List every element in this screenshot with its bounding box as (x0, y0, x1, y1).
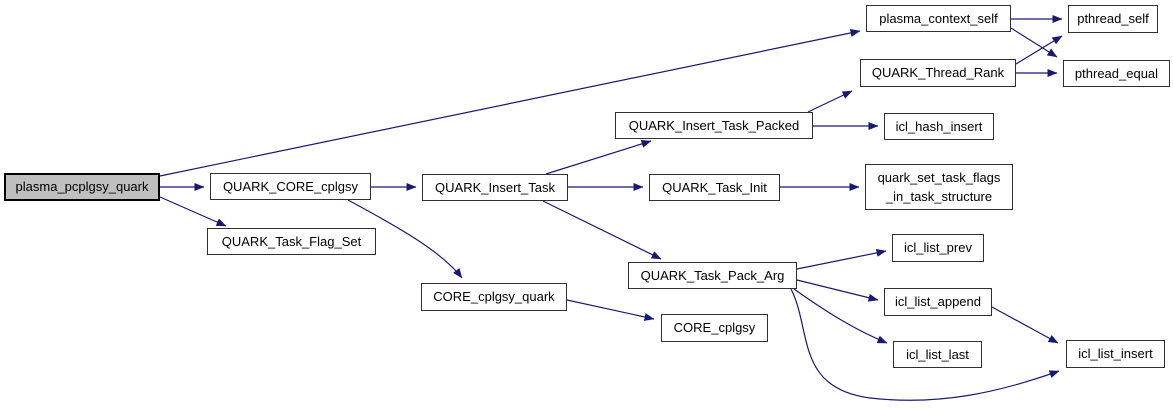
edge-QUARK_Insert_Task-to-QUARK_Task_Pack_Arg (542, 200, 662, 260)
node-CORE_cplgsy_quark[interactable]: CORE_cplgsy_quark (421, 283, 567, 311)
node-icl_list_append[interactable]: icl_list_append (884, 288, 992, 316)
edge-QUARK_Insert_Task_Packed-to-QUARK_Thread_Rank (807, 90, 853, 113)
node-label: QUARK_Task_Init (662, 179, 767, 195)
node-icl_hash_insert[interactable]: icl_hash_insert (884, 113, 994, 140)
edge-plasma_pcplgsy_quark-to-QUARK_Task_Flag_Set (159, 196, 227, 227)
node-QUARK_Task_Init[interactable]: QUARK_Task_Init (649, 174, 780, 201)
node-plasma_pcplgsy_quark: plasma_pcplgsy_quark (4, 173, 160, 201)
node-label: plasma_pcplgsy_quark (15, 179, 149, 195)
node-quark_set_task_flags_in_task_structure[interactable]: quark_set_task_flags _in_task_structure (865, 164, 1013, 210)
node-QUARK_CORE_cplgsy[interactable]: QUARK_CORE_cplgsy (210, 173, 371, 200)
node-label: pthread_self (1077, 11, 1149, 27)
node-QUARK_Thread_Rank[interactable]: QUARK_Thread_Rank (860, 59, 1016, 87)
node-pthread_self[interactable]: pthread_self (1068, 5, 1158, 33)
node-label: CORE_cplgsy_quark (433, 289, 555, 305)
edge-QUARK_Task_Pack_Arg-to-icl_list_last (793, 288, 888, 344)
node-label: plasma_context_self (879, 10, 998, 26)
node-label: icl_list_prev (904, 240, 972, 256)
node-CORE_cplgsy[interactable]: CORE_cplgsy (661, 314, 768, 342)
node-pthread_equal[interactable]: pthread_equal (1063, 60, 1170, 87)
edge-QUARK_Task_Pack_Arg-to-icl_list_prev (796, 248, 887, 270)
edge-QUARK_CORE_cplgsy-to-CORE_cplgsy_quark (347, 199, 463, 279)
edge-QUARK_Insert_Task-to-QUARK_Insert_Task_Packed (545, 140, 652, 175)
edge-QUARK_Thread_Rank-to-pthread_self (1015, 35, 1063, 65)
node-QUARK_Task_Flag_Set[interactable]: QUARK_Task_Flag_Set (207, 228, 376, 255)
node-plasma_context_self[interactable]: plasma_context_self (866, 5, 1011, 32)
node-label: QUARK_CORE_cplgsy (222, 178, 359, 194)
node-label: icl_list_last (906, 346, 969, 362)
node-label: quark_set_task_flags _in_task_structure (877, 169, 1001, 205)
node-QUARK_Insert_Task[interactable]: QUARK_Insert_Task (422, 174, 568, 201)
node-label: icl_list_insert (1078, 346, 1153, 362)
edge-QUARK_Task_Pack_Arg-to-icl_list_append (796, 279, 879, 302)
node-QUARK_Task_Pack_Arg[interactable]: QUARK_Task_Pack_Arg (628, 262, 797, 289)
node-label: pthread_equal (1074, 65, 1159, 81)
node-label: QUARK_Task_Pack_Arg (640, 267, 785, 283)
node-label: CORE_cplgsy (673, 320, 756, 336)
node-QUARK_Insert_Task_Packed[interactable]: QUARK_Insert_Task_Packed (615, 112, 813, 139)
node-label: QUARK_Thread_Rank (871, 65, 1005, 81)
node-icl_list_insert[interactable]: icl_list_insert (1066, 340, 1165, 368)
node-icl_list_prev[interactable]: icl_list_prev (892, 234, 984, 262)
edge-QUARK_Task_Pack_Arg-to-icl_list_insert (790, 288, 1060, 401)
node-label: QUARK_Task_Flag_Set (221, 233, 362, 249)
node-label: icl_list_append (894, 294, 981, 310)
edge-icl_list_append-to-icl_list_insert (991, 306, 1059, 344)
node-label: icl_hash_insert (895, 118, 983, 134)
edge-CORE_cplgsy_quark-to-CORE_cplgsy (566, 299, 655, 321)
node-icl_list_last[interactable]: icl_list_last (893, 341, 982, 368)
node-label: QUARK_Insert_Task_Packed (628, 117, 800, 133)
edge-plasma_pcplgsy_quark-to-plasma_context_self (159, 29, 861, 177)
edge-plasma_context_self-to-pthread_equal (1010, 27, 1058, 58)
node-label: QUARK_Insert_Task (435, 179, 555, 195)
